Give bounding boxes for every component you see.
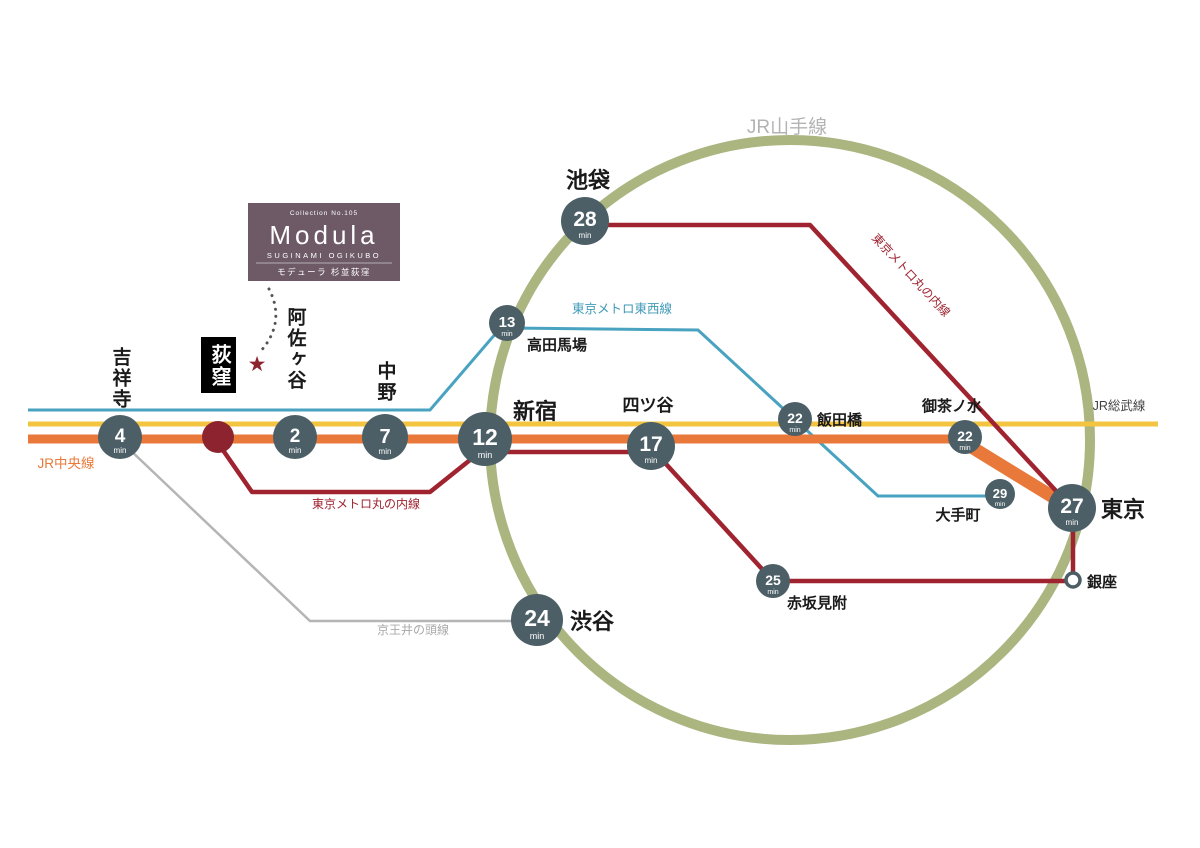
- station-time-ikebukuro: 28: [573, 208, 597, 231]
- station-circle-tokyo: [1048, 484, 1096, 532]
- station-time-yotsuya: 17: [639, 433, 662, 456]
- station-unit-otemachi: min: [995, 501, 1006, 508]
- logo-plate: [248, 203, 400, 281]
- station-name-takadanobaba: 高田馬場: [527, 336, 587, 354]
- station-time-tokyo: 27: [1060, 495, 1083, 518]
- station-name-iidabashi: 飯田橋: [816, 411, 863, 429]
- station-time-otemachi: 29: [993, 486, 1007, 501]
- inokashira-line: [127, 447, 515, 623]
- tozai-line-label: 東京メトロ東西線: [572, 301, 673, 316]
- station-time-ochanomizu: 22: [957, 428, 973, 444]
- station-name-ikebukuro: 池袋: [566, 168, 611, 193]
- station-time-asagaya: 2: [290, 426, 301, 447]
- station-name-asagaya: 阿佐ヶ谷: [285, 307, 308, 391]
- station-ogikubo-home: 荻窪 ★: [201, 287, 278, 453]
- station-unit-akasakamitsuke: min: [767, 589, 778, 596]
- station-unit-takadanobaba: min: [501, 331, 512, 338]
- station-circle-nakano: [362, 414, 408, 460]
- marunouchi-line-label-east: 東京メトロ丸の内線: [869, 230, 954, 319]
- station-circle-yotsuya: [627, 422, 675, 470]
- station-ochanomizu: 22 min 御茶ノ水: [921, 397, 983, 454]
- station-kichijoji: 4 min 吉祥寺: [98, 346, 142, 459]
- station-tokyo: 27 min 東京: [1048, 484, 1145, 532]
- station-takadanobaba: 13 min 高田馬場: [489, 305, 587, 354]
- station-circle-shinjuku: [458, 412, 512, 466]
- station-circle-takadanobaba: [489, 305, 525, 341]
- station-unit-ikebukuro: min: [579, 231, 592, 240]
- station-circle-iidabashi: [778, 402, 812, 436]
- station-name-shinjuku: 新宿: [513, 399, 557, 424]
- station-unit-asagaya: min: [289, 446, 302, 455]
- station-otemachi: 29 min 大手町: [935, 479, 1015, 524]
- station-unit-kichijoji: min: [114, 446, 127, 455]
- station-name-ginza: 銀座: [1087, 573, 1117, 591]
- station-name-tokyo: 東京: [1101, 497, 1145, 522]
- station-asagaya: 2 min 阿佐ヶ谷: [273, 307, 317, 459]
- station-unit-iidabashi: min: [789, 427, 800, 434]
- station-ikebukuro: 28 min 池袋: [561, 168, 611, 245]
- station-time-nakano: 7: [379, 426, 390, 448]
- station-time-shibuya: 24: [524, 605, 550, 631]
- station-circle-shibuya: [511, 594, 563, 646]
- logo-collection-text: Collection No.105: [290, 210, 358, 217]
- station-iidabashi: 22 min 飯田橋: [778, 402, 863, 436]
- station-akasakamitsuke: 25 min 赤坂見附: [756, 564, 847, 612]
- logo-name-text: Modula: [269, 220, 378, 250]
- chuo-line-label: JR中央線: [38, 456, 95, 471]
- location-star-icon: ★: [248, 353, 267, 376]
- station-unit-yotsuya: min: [645, 456, 658, 465]
- station-unit-shinjuku: min: [478, 450, 493, 460]
- station-circle-akasakamitsuke: [756, 564, 790, 598]
- station-circle-ochanomizu: [948, 420, 982, 454]
- station-time-kichijoji: 4: [115, 426, 126, 447]
- modula-logo: Collection No.105 Modula SUGINAMI OGIKUB…: [248, 203, 400, 281]
- logo-pointer-dotted-line: [257, 287, 278, 355]
- station-name-ochanomizu: 御茶ノ水: [921, 397, 983, 415]
- marunouchi-line-label-west: 東京メトロ丸の内線: [312, 496, 420, 511]
- station-name-shibuya: 渋谷: [570, 609, 615, 634]
- sobu-line-label: JR総武線: [1093, 398, 1146, 413]
- station-shibuya: 24 min 渋谷: [511, 594, 615, 646]
- logo-sub-text: SUGINAMI OGIKUBO: [267, 251, 381, 260]
- chuo-line-diagonal: [956, 434, 1070, 511]
- station-shinjuku: 12 min 新宿: [458, 399, 557, 466]
- station-circle-asagaya: [273, 415, 317, 459]
- home-station-badge: [201, 337, 236, 393]
- station-time-takadanobaba: 13: [499, 314, 516, 331]
- station-name-kichijoji: 吉祥寺: [110, 346, 132, 410]
- marunouchi-line-west: [216, 441, 1076, 584]
- station-name-akasakamitsuke: 赤坂見附: [787, 594, 847, 612]
- station-name-yotsuya: 四ツ谷: [623, 396, 675, 415]
- station-time-akasakamitsuke: 25: [765, 572, 781, 588]
- station-circle-otemachi: [985, 479, 1015, 509]
- station-circle-kichijoji: [98, 415, 142, 459]
- station-unit-tokyo: min: [1066, 518, 1079, 527]
- station-circle-ginza: [1064, 571, 1082, 589]
- station-name-otemachi: 大手町: [935, 506, 980, 524]
- station-nakano: 7 min 中野: [362, 360, 408, 460]
- home-station-name: 荻窪: [208, 343, 231, 388]
- station-circle-ikebukuro: [561, 197, 609, 245]
- yamanote-line-label: JR山手線: [747, 116, 827, 138]
- station-name-nakano: 中野: [375, 360, 397, 403]
- station-unit-nakano: min: [379, 447, 392, 456]
- marunouchi-line-east: [585, 222, 1072, 508]
- station-yotsuya: 17 min 四ツ谷: [623, 396, 675, 470]
- station-unit-ochanomizu: min: [959, 445, 970, 452]
- station-unit-shibuya: min: [530, 631, 545, 641]
- home-station-marker: [202, 421, 234, 453]
- logo-jp-text: モデューラ 杉並荻窪: [277, 267, 371, 277]
- inokashira-line-label: 京王井の頭線: [377, 622, 449, 637]
- station-ginza: 銀座: [1064, 571, 1117, 591]
- station-time-iidabashi: 22: [787, 410, 803, 426]
- station-time-shinjuku: 12: [472, 424, 498, 450]
